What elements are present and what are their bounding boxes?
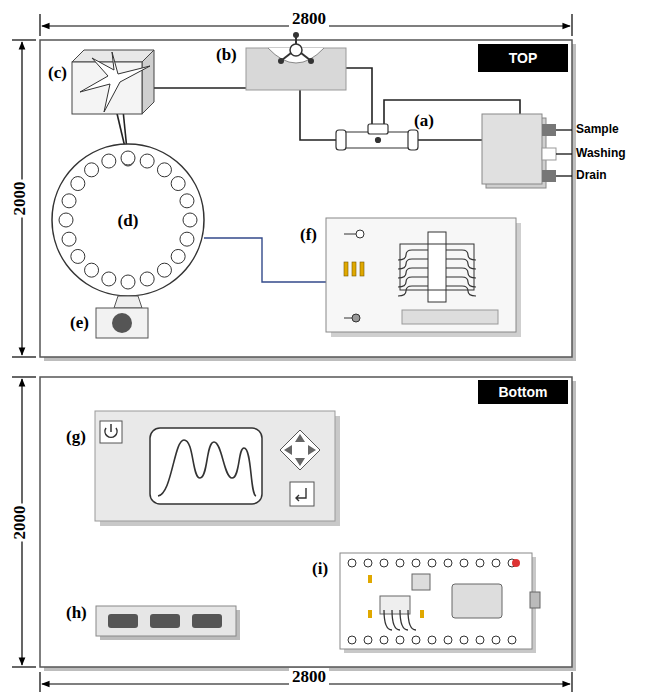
header-hole — [412, 636, 420, 644]
vial-hole — [62, 232, 76, 246]
valve-block — [246, 32, 346, 90]
top-panel — [40, 40, 576, 361]
callout-letter: (b) — [216, 46, 237, 63]
vial-hole — [180, 194, 194, 208]
bottom-panel — [40, 377, 576, 671]
callout-letter: (g) — [66, 428, 86, 445]
tee-fitting — [336, 124, 418, 150]
vial-hole — [140, 154, 154, 168]
vial-hole — [102, 272, 116, 286]
header-hole — [364, 559, 372, 567]
vial-hole — [71, 177, 85, 191]
header-hole — [396, 559, 404, 567]
header-hole — [492, 559, 500, 567]
callout-letter: (h) — [66, 604, 87, 621]
vial-hole — [121, 275, 135, 289]
vial-hole — [62, 194, 76, 208]
panel-title: Bottom — [499, 384, 548, 400]
vial-hole — [157, 263, 171, 277]
header-hole — [444, 559, 452, 567]
vial-hole — [85, 263, 99, 277]
callout-letter: (d) — [118, 212, 139, 229]
port-label: Sample — [576, 123, 619, 135]
dimension-label: 2800 — [289, 10, 329, 27]
header-hole — [460, 636, 468, 644]
header-hole — [428, 636, 436, 644]
vial-hole — [140, 272, 154, 286]
header-hole — [476, 636, 484, 644]
port-label: Washing — [576, 147, 626, 159]
pin-trace — [398, 286, 428, 296]
panel-tab: Bottom — [478, 380, 568, 404]
header-hole — [380, 559, 388, 567]
header-hole — [380, 636, 388, 644]
dimension-lines — [12, 14, 572, 692]
port-label: Drain — [576, 169, 607, 181]
header-hole — [348, 559, 356, 567]
sample-carousel — [52, 144, 204, 296]
vial-hole — [157, 163, 171, 177]
callout-letter: (i) — [312, 560, 328, 577]
display-unit — [95, 411, 340, 526]
panel-tab: TOP — [478, 44, 568, 72]
motor — [96, 296, 148, 338]
pin-trace — [446, 286, 476, 296]
callout-letter: (f) — [300, 226, 317, 243]
pump-box — [72, 50, 154, 114]
header-hole — [444, 636, 452, 644]
header-hole — [492, 636, 500, 644]
vial-hole — [71, 249, 85, 263]
port-manifold — [482, 114, 572, 188]
dimension-label: 2000 — [10, 179, 27, 217]
controller-board — [326, 218, 521, 337]
vial-hole — [180, 232, 194, 246]
vial-hole — [183, 213, 197, 227]
vial-hole — [171, 249, 185, 263]
microcontroller-board — [340, 553, 540, 653]
dimension-label: 2000 — [10, 503, 27, 541]
callout-letter: (a) — [414, 112, 434, 129]
header-hole — [396, 636, 404, 644]
vial-hole — [85, 163, 99, 177]
usb-hub — [96, 606, 240, 640]
panel-title: TOP — [509, 50, 538, 66]
callout-letter: (e) — [70, 314, 89, 331]
vial-hole — [59, 213, 73, 227]
header-hole — [428, 559, 436, 567]
dimension-label: 2800 — [289, 668, 329, 685]
header-hole — [412, 559, 420, 567]
vial-hole — [121, 151, 135, 165]
header-hole — [476, 559, 484, 567]
callout-letter: (c) — [48, 64, 67, 81]
header-hole — [508, 636, 516, 644]
header-hole — [348, 636, 356, 644]
header-hole — [460, 559, 468, 567]
signal-cable — [204, 238, 326, 282]
vial-hole — [171, 177, 185, 191]
vial-hole — [102, 154, 116, 168]
header-hole — [364, 636, 372, 644]
